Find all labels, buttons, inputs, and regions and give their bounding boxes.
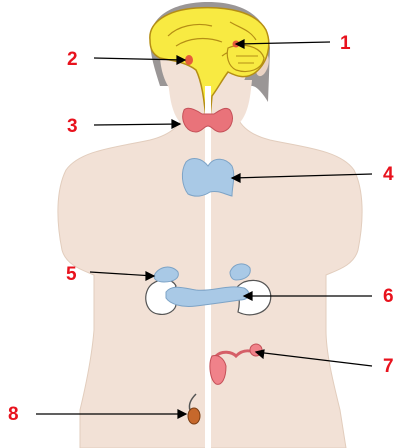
center-divider — [205, 86, 211, 448]
label-2: 2 — [67, 49, 78, 70]
label-1: 1 — [340, 33, 351, 54]
label-4: 4 — [383, 164, 394, 185]
label-3: 3 — [67, 116, 78, 137]
label-7: 7 — [383, 356, 394, 377]
label-5: 5 — [66, 264, 77, 285]
label-8: 8 — [8, 404, 19, 425]
label-6: 6 — [383, 286, 394, 307]
leader-line-3 — [94, 124, 180, 125]
